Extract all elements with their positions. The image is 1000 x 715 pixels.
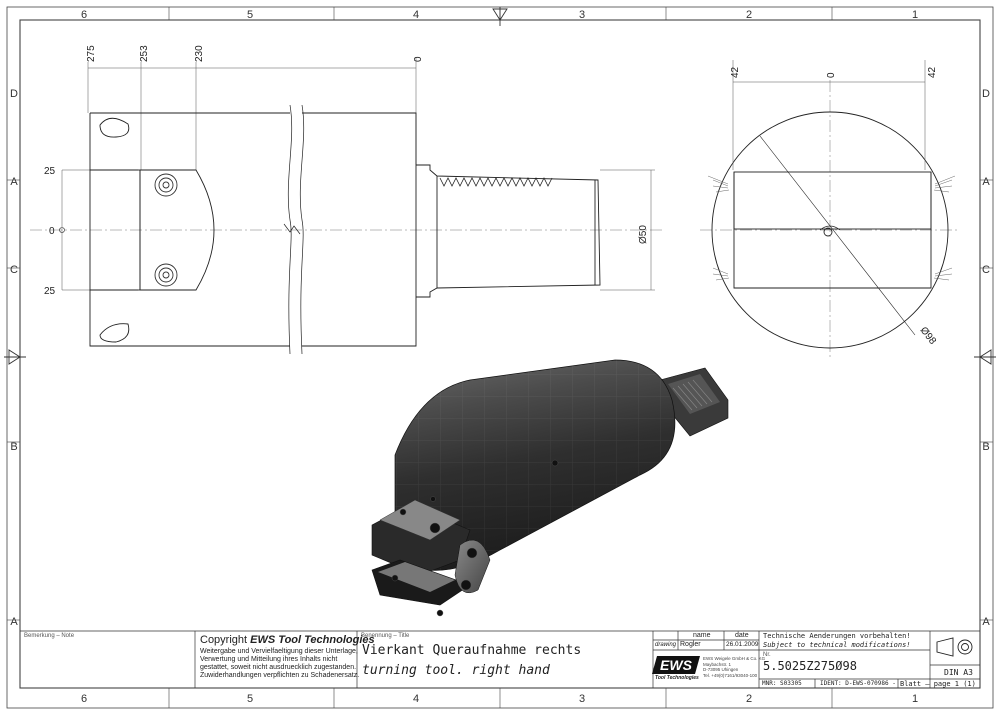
- company-line: EWS Weigele GmbH & Co. KG: [703, 656, 766, 661]
- zone-row-a2-right: A: [982, 616, 990, 628]
- zone-col-6-bottom: 6: [81, 693, 87, 705]
- logo-sub: Tool Technologies: [655, 675, 699, 681]
- dim-0-front: 0: [826, 72, 837, 78]
- zone-row-d-left: D: [10, 88, 18, 100]
- dim-42-left: 42: [730, 66, 741, 78]
- col-date: date: [735, 632, 749, 639]
- copyright-line: Verwertung und Mitteilung ihres Inhalts …: [200, 656, 338, 663]
- copyright-heading: Copyright EWS Tool Technologies: [200, 634, 375, 646]
- title-english: turning tool. right hand: [362, 663, 550, 678]
- part-number: 5.5025Z275Ø98: [763, 659, 857, 673]
- mnr: MNR: S03305: [762, 680, 802, 687]
- title-label: Benennung – Title: [361, 633, 410, 639]
- zone-col-2-bottom: 2: [746, 693, 752, 705]
- ident: IDENT: D-EWS-070986 -: [820, 680, 896, 687]
- dim-diameter-98: Ø98: [918, 325, 939, 347]
- ews-logo: EWS: [652, 656, 700, 674]
- isometric-render: [371, 359, 729, 617]
- zone-col-4-bottom: 4: [413, 693, 419, 705]
- zone-col-2-top: 2: [746, 9, 752, 21]
- copyright-line: gestattet, soweit nicht ausdruecklich zu…: [200, 664, 357, 671]
- company-line: Tel. +49(0)7161/93040-100: [703, 672, 758, 678]
- notice-german: Technische Aenderungen vorbehalten!: [763, 632, 911, 640]
- row-drawing: drawing: [655, 642, 677, 648]
- zone-row-b-left: B: [10, 441, 17, 453]
- zone-row-d-right: D: [982, 88, 990, 100]
- zone-row-a2-left: A: [10, 616, 18, 628]
- drawn-by: Rogler: [680, 641, 701, 648]
- drawn-date: 26.01.2009: [726, 641, 759, 648]
- copyright-brand: EWS Tool Technologies: [250, 634, 375, 646]
- side-view: [30, 58, 665, 355]
- title-german: Vierkant Queraufnahme rechts: [362, 643, 582, 658]
- zone-col-1-bottom: 1: [912, 693, 918, 705]
- sheet-page: Blatt – page 1 (1): [900, 680, 976, 688]
- dim-0-left: 0: [49, 226, 55, 237]
- dim-25-lower: 25: [44, 286, 56, 297]
- copyright-line: Zuwiderhandlungen verpflichten zu Schade…: [200, 672, 360, 679]
- col-name: name: [693, 632, 711, 639]
- front-view: [700, 60, 960, 360]
- dim-275: 275: [86, 45, 97, 62]
- nr-label: Nr.: [763, 652, 771, 658]
- copyright-text: Weitergabe und Vervielfaeltigung dieser …: [200, 648, 359, 680]
- centering-marks: [4, 7, 996, 365]
- copyright-prefix: Copyright: [200, 634, 248, 646]
- dim-42-right: 42: [927, 66, 938, 78]
- zone-col-3-bottom: 3: [579, 693, 585, 705]
- zone-col-6-top: 6: [81, 9, 87, 21]
- dim-230: 230: [194, 45, 205, 62]
- title-block-frame: [20, 630, 980, 688]
- copyright-line: Weitergabe und Vervielfaeltigung dieser …: [200, 648, 358, 655]
- zone-col-5-top: 5: [247, 9, 253, 21]
- company-line: D-73095 Uhingen: [703, 667, 739, 672]
- zone-row-c-left: C: [10, 264, 18, 276]
- zone-row-c-right: C: [982, 264, 990, 276]
- logo-text: EWS: [660, 657, 693, 673]
- notice-english: Subject to technical modifications!: [763, 641, 911, 649]
- zone-col-1-top: 1: [912, 9, 918, 21]
- zone-row-b-right: B: [982, 441, 989, 453]
- zone-col-5-bottom: 5: [247, 693, 253, 705]
- paper-format: DIN A3: [944, 668, 973, 677]
- dim-253: 253: [139, 45, 150, 62]
- zone-col-3-top: 3: [579, 9, 585, 21]
- zone-col-4-top: 4: [413, 9, 419, 21]
- projection-symbol: [936, 637, 973, 657]
- sheet-frame: [6, 6, 994, 709]
- company-address: EWS Weigele GmbH & Co. KG Maybachstr. 1 …: [703, 656, 765, 678]
- company-line: Maybachstr. 1: [703, 661, 732, 667]
- remark-label: Bemerkung – Note: [24, 633, 75, 639]
- zone-row-a-right: A: [982, 176, 990, 188]
- zone-row-a-left: A: [10, 176, 18, 188]
- dim-25-upper: 25: [44, 166, 56, 177]
- dim-diameter-50: Ø50: [638, 225, 649, 244]
- dim-0-top: 0: [413, 56, 424, 62]
